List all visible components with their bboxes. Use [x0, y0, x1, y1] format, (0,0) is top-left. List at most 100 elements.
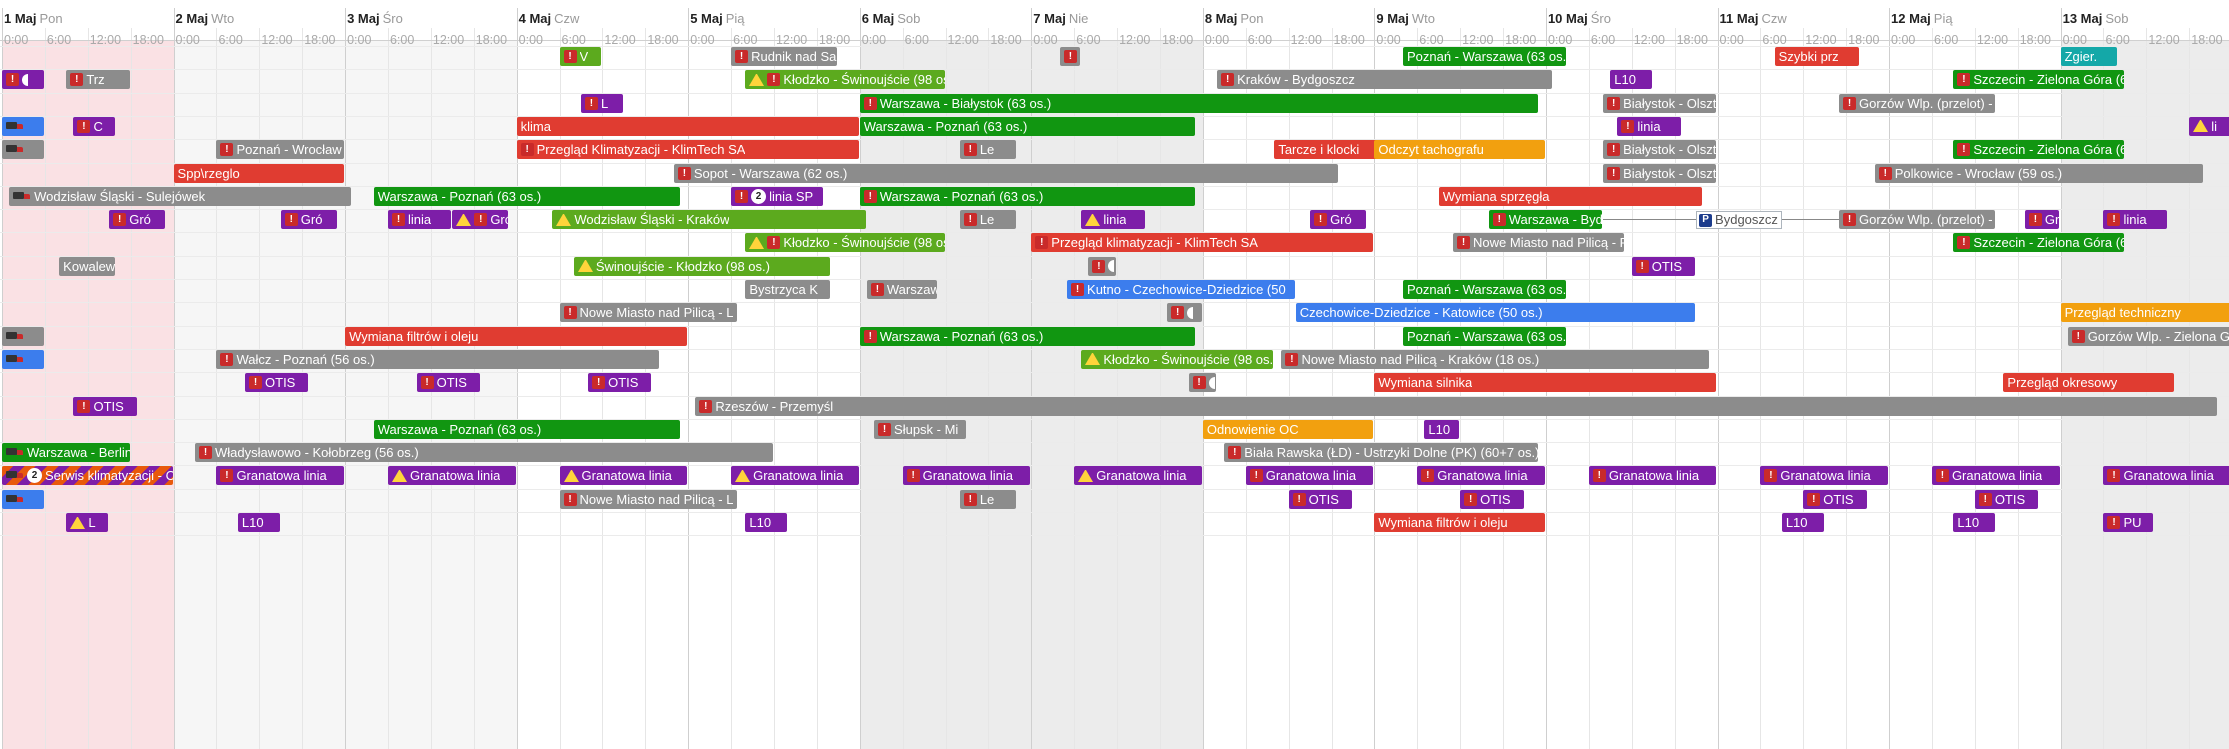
event-bar[interactable]: klima — [516, 116, 859, 136]
event-bar[interactable]: !OTIS — [1803, 489, 1867, 509]
event-bar[interactable]: Spp\rzeglo — [173, 163, 345, 183]
event-bar[interactable]: !Kłodzko - Świnoujście (98 os.) — [745, 70, 945, 90]
event-bar[interactable]: !Szczecin - Zielona Góra (6 — [1953, 233, 2124, 253]
event-bar[interactable]: L10 — [745, 513, 788, 532]
event-bar[interactable]: Tarcze i klocki — [1274, 140, 1388, 160]
event-bar[interactable]: Kowalewo — [59, 256, 116, 276]
event-bar[interactable]: Wymiana sprzęgła — [1438, 186, 1703, 206]
event-bar[interactable]: Warszawa - Berlin — [2, 443, 130, 463]
event-bar[interactable]: !Kłodzko - Świnoujście (98 os.) — [745, 233, 945, 253]
event-bar[interactable]: ! — [1188, 373, 1217, 393]
event-bar[interactable]: !Kraków - Bydgoszcz — [1217, 70, 1553, 90]
event-bar[interactable]: !linia — [2103, 210, 2167, 230]
event-bar[interactable]: L10 — [1781, 513, 1824, 532]
event-bar[interactable]: Zgier. — [2060, 47, 2117, 66]
event-bar[interactable]: Szybki prz — [1774, 47, 1860, 66]
event-bar[interactable]: !Gró — [1310, 210, 1367, 230]
event-bar[interactable]: Wymiana filtrów i oleju — [345, 326, 688, 346]
event-bar[interactable]: !Gró — [2024, 210, 2060, 230]
event-bar[interactable]: Świnoujście - Kłodzko (98 os.) — [573, 256, 831, 276]
event-bar[interactable]: Wodzisław Śląski - Sulejówek — [9, 186, 352, 206]
event-bar[interactable]: Wymiana filtrów i oleju — [1374, 513, 1545, 532]
event-bar[interactable]: !Nowe Miasto nad Pilicą - Kraków (18 os.… — [1281, 349, 1710, 369]
event-bar[interactable]: !Kutno - Czechowice-Dziedzice (50 — [1067, 280, 1295, 299]
event-bar[interactable]: !Nowe Miasto nad Pilicą - L — [559, 303, 738, 323]
event-bar[interactable]: !Przegląd klimatyzacji - KlimTech SA — [1031, 233, 1374, 253]
event-bar[interactable]: !Gró — [280, 210, 337, 230]
event-bar[interactable]: !Szczecin - Zielona Góra (6 — [1953, 140, 2124, 160]
event-bar[interactable]: Przegląd techniczny — [2060, 303, 2229, 323]
event-bar[interactable]: !Wałcz - Poznań (56 os.) — [216, 349, 659, 369]
event-bar[interactable]: !Granatowa linia — [1760, 466, 1889, 486]
event-bar[interactable]: !Nowe Miasto nad Pilicą - L — [559, 489, 738, 509]
event-bar[interactable]: !Warszawa - Poznań (63 os.) — [859, 326, 1195, 346]
event-bar[interactable]: Przegląd okresowy — [2003, 373, 2174, 393]
event-bar[interactable]: !Granatowa linia — [216, 466, 345, 486]
event-bar[interactable]: L — [66, 513, 109, 532]
event-bar[interactable]: !Granatowa linia — [1417, 466, 1545, 486]
event-bar[interactable] — [2, 140, 44, 160]
event-bar[interactable]: !Trz — [66, 70, 130, 90]
event-bar[interactable]: !OTIS — [416, 373, 480, 393]
event-bar[interactable]: !V — [559, 47, 602, 66]
event-bar[interactable] — [2, 349, 44, 369]
event-bar[interactable]: ! — [2, 70, 44, 90]
event-bar[interactable]: Bystrzyca K — [745, 280, 831, 299]
event-bar[interactable]: !linia — [1617, 116, 1681, 136]
event-bar[interactable]: !Warszawa - Poznań (63 os.) — [859, 186, 1195, 206]
event-bar[interactable]: !Le — [959, 210, 1016, 230]
event-bar[interactable]: !Słupsk - Mi — [874, 419, 966, 439]
event-bar[interactable]: !OTIS — [1974, 489, 2039, 509]
event-bar[interactable]: !OTIS — [245, 373, 309, 393]
event-bar[interactable]: !Białystok - Olszty — [1603, 93, 1717, 113]
event-bar[interactable]: L10 — [1610, 70, 1653, 90]
event-bar[interactable]: !Granatowa linia — [902, 466, 1031, 486]
event-bar[interactable]: !Granatowa linia — [1245, 466, 1374, 486]
event-bar[interactable]: !Gorzów Wlp. (przelot) - Z — [1839, 210, 1996, 230]
event-bar[interactable]: !C — [73, 116, 116, 136]
event-bar[interactable]: !Poznań - Wrocław — [216, 140, 344, 160]
event-bar[interactable]: !Wa — [1059, 47, 1081, 66]
event-bar[interactable]: Odczyt tachografu — [1374, 140, 1545, 160]
event-bar[interactable]: Poznań - Warszawa (63 os.) — [1402, 280, 1567, 299]
event-bar[interactable]: !Warszawa - Białystok (63 os.) — [859, 93, 1538, 113]
event-bar[interactable]: Granatowa linia — [1074, 466, 1202, 486]
event-bar[interactable]: L10 — [237, 513, 280, 532]
event-bar[interactable]: !Granatowa linia — [1588, 466, 1717, 486]
event-bar[interactable]: ! — [1167, 303, 1202, 323]
event-bar[interactable]: li — [2189, 116, 2229, 136]
event-bar[interactable]: !Władysławowo - Kołobrzeg (56 os.) — [194, 443, 773, 463]
event-bar[interactable]: Warszawa - Poznań (63 os.) — [373, 419, 681, 439]
event-bar[interactable]: !Granatowa linia — [1931, 466, 2060, 486]
event-bar[interactable]: !Gorzów Wlp. (przelot) - Z — [1839, 93, 1996, 113]
event-bar[interactable]: L10 — [1953, 513, 1996, 532]
event-bar[interactable]: !Le — [959, 140, 1016, 160]
event-bar[interactable]: !OTIS — [1460, 489, 1524, 509]
event-bar[interactable]: !Gorzów Wlp. - Zielona G — [2067, 326, 2229, 346]
event-bar[interactable]: linia — [1081, 210, 1145, 230]
event-bar[interactable]: !Nowe Miasto nad Pilicą - Rudni — [1453, 233, 1624, 253]
event-bar[interactable]: !Gród — [452, 210, 509, 230]
event-bar[interactable]: !Rudnik nad Sane — [731, 47, 838, 66]
event-bar[interactable]: L10 — [1424, 419, 1460, 439]
event-bar[interactable]: !linia — [387, 210, 452, 230]
event-bar[interactable]: !OTIS — [73, 396, 137, 416]
event-bar[interactable]: Warszawa - Poznań (63 os.) — [859, 116, 1195, 136]
event-bar[interactable]: Warszawa - Poznań (63 os.) — [373, 186, 681, 206]
event-bar[interactable]: !Sopot - Warszawa (62 os.) — [673, 163, 1338, 183]
event-bar[interactable]: !OTIS — [1631, 256, 1696, 276]
event-bar[interactable]: !PU — [2103, 513, 2153, 532]
event-bar[interactable]: !Granatowa linia — [2103, 466, 2229, 486]
event-bar[interactable] — [2, 326, 44, 346]
event-bar[interactable]: ! — [1088, 256, 1117, 276]
event-bar[interactable]: !Rzeszów - Przemyśl — [695, 396, 2217, 416]
event-bar[interactable] — [2, 116, 44, 136]
event-bar[interactable]: Poznań - Warszawa (63 os.) — [1402, 326, 1567, 346]
event-bar[interactable]: !Przegląd Klimatyzacji - KlimTech SA — [516, 140, 859, 160]
event-bar[interactable]: Granatowa linia — [731, 466, 859, 486]
event-bar[interactable]: !Le — [959, 489, 1016, 509]
event-bar[interactable]: Odnowienie OC — [1202, 419, 1374, 439]
